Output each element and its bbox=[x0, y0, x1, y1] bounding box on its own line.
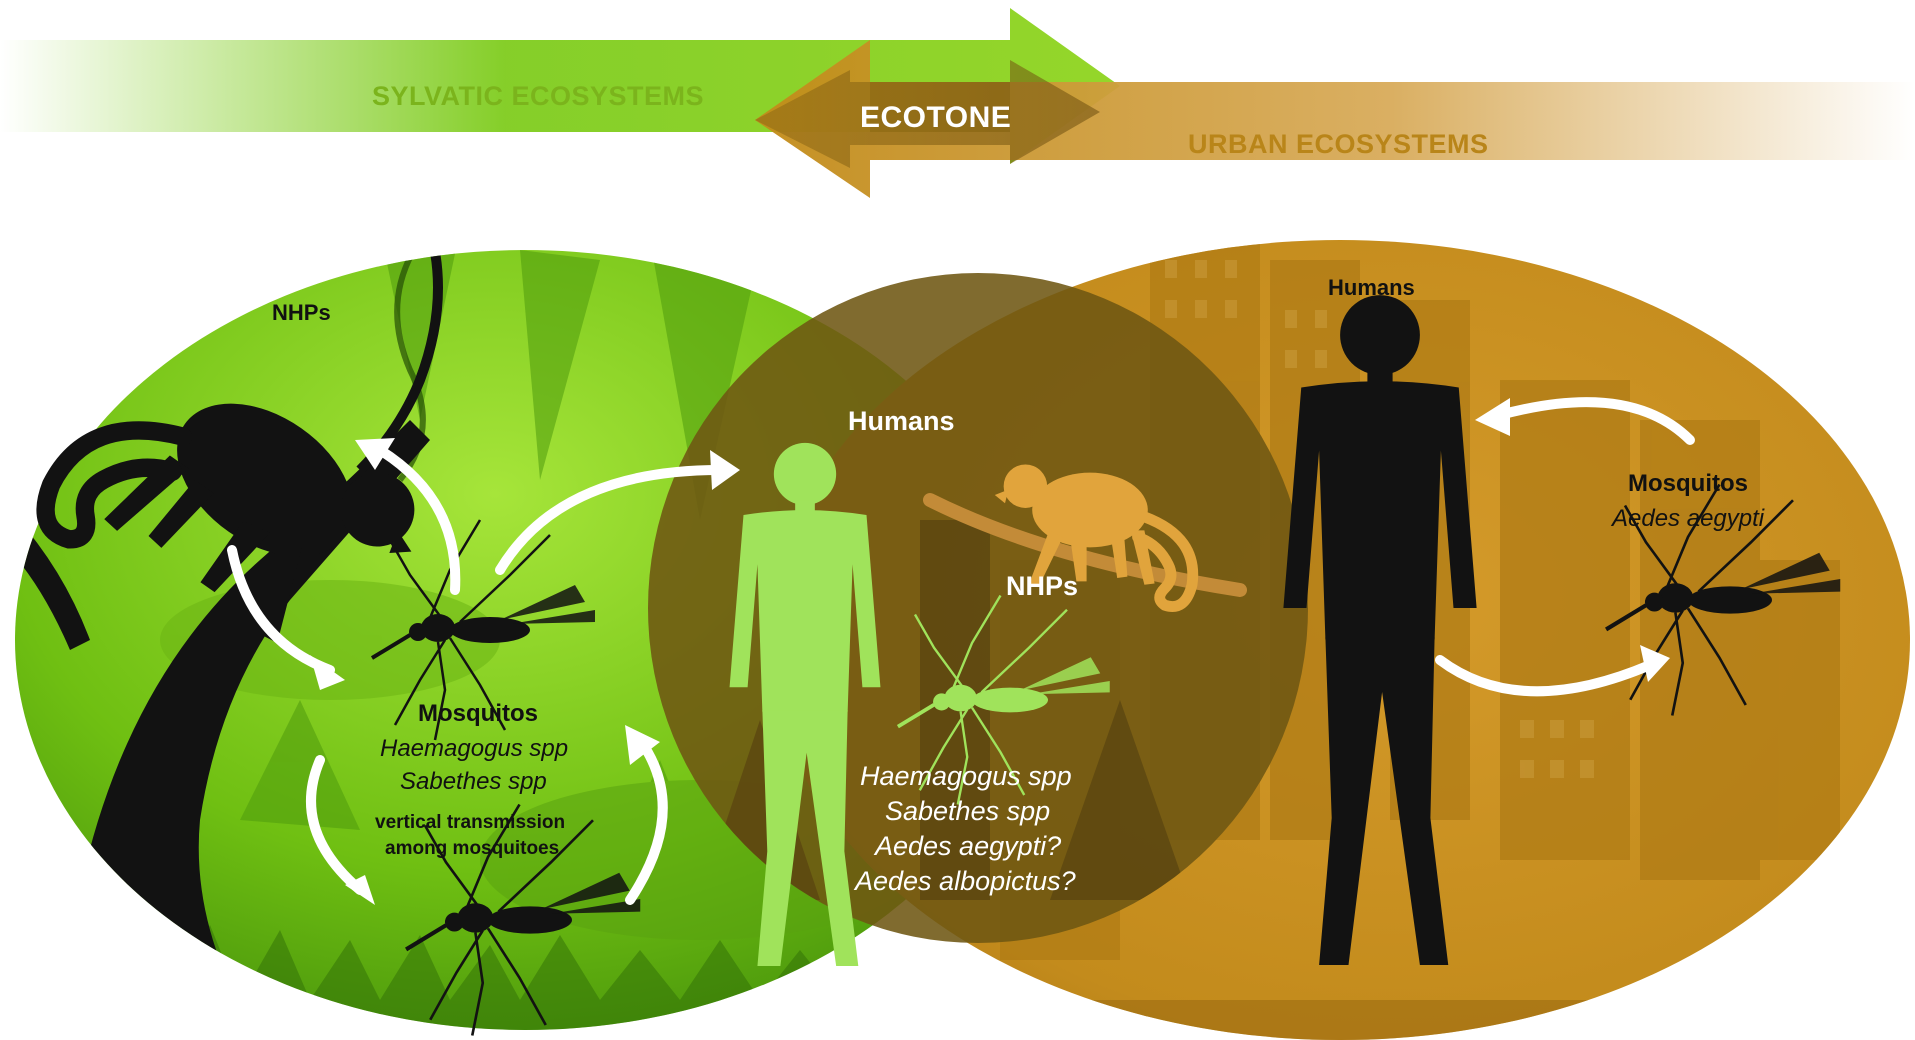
vertical-transmission-line-2: among mosquitoes bbox=[385, 838, 560, 859]
ecotone-species-haemagogus: Haemagogus spp bbox=[860, 761, 1072, 791]
cycle-arrows bbox=[227, 397, 1695, 905]
sylvatic-mosquito-title: Mosquitos bbox=[418, 700, 538, 727]
ecotone-label: ECOTONE bbox=[860, 101, 1012, 134]
urban-ecosystems-label: URBAN ECOSYSTEMS bbox=[1188, 129, 1489, 159]
sylvatic-species-haemagogus: Haemagogus spp bbox=[380, 735, 569, 762]
ecotone-humans-label: Humans bbox=[848, 406, 955, 436]
ecotone-nhp-label: NHPs bbox=[1006, 571, 1079, 601]
urban-species-aedes-aegypti: Aedes aegypti bbox=[1612, 505, 1765, 532]
ecotone-species-aedes-aegypti: Aedes aegypti? bbox=[875, 831, 1062, 861]
ecotone-species-sabethes: Sabethes spp bbox=[885, 796, 1051, 826]
tree-branch bbox=[60, 420, 430, 1030]
urban-mosquito-title: Mosquitos bbox=[1628, 470, 1748, 497]
ecotone-overlap bbox=[648, 273, 1308, 943]
sylvatic-species-sabethes: Sabethes spp bbox=[400, 768, 547, 795]
banner-arrows bbox=[0, 8, 1915, 198]
urban-humans-label: Humans bbox=[1328, 275, 1415, 300]
cycle-arrowheads bbox=[310, 398, 1670, 905]
ecotone-species-aedes-albopictus: Aedes albopictus? bbox=[855, 866, 1076, 896]
sylvatic-ecosystems-label: SYLVATIC ECOSYSTEMS bbox=[372, 81, 705, 111]
vertical-transmission-line-1: vertical transmission bbox=[375, 812, 566, 833]
sylvatic-nhp-label: NHPs bbox=[272, 300, 331, 325]
